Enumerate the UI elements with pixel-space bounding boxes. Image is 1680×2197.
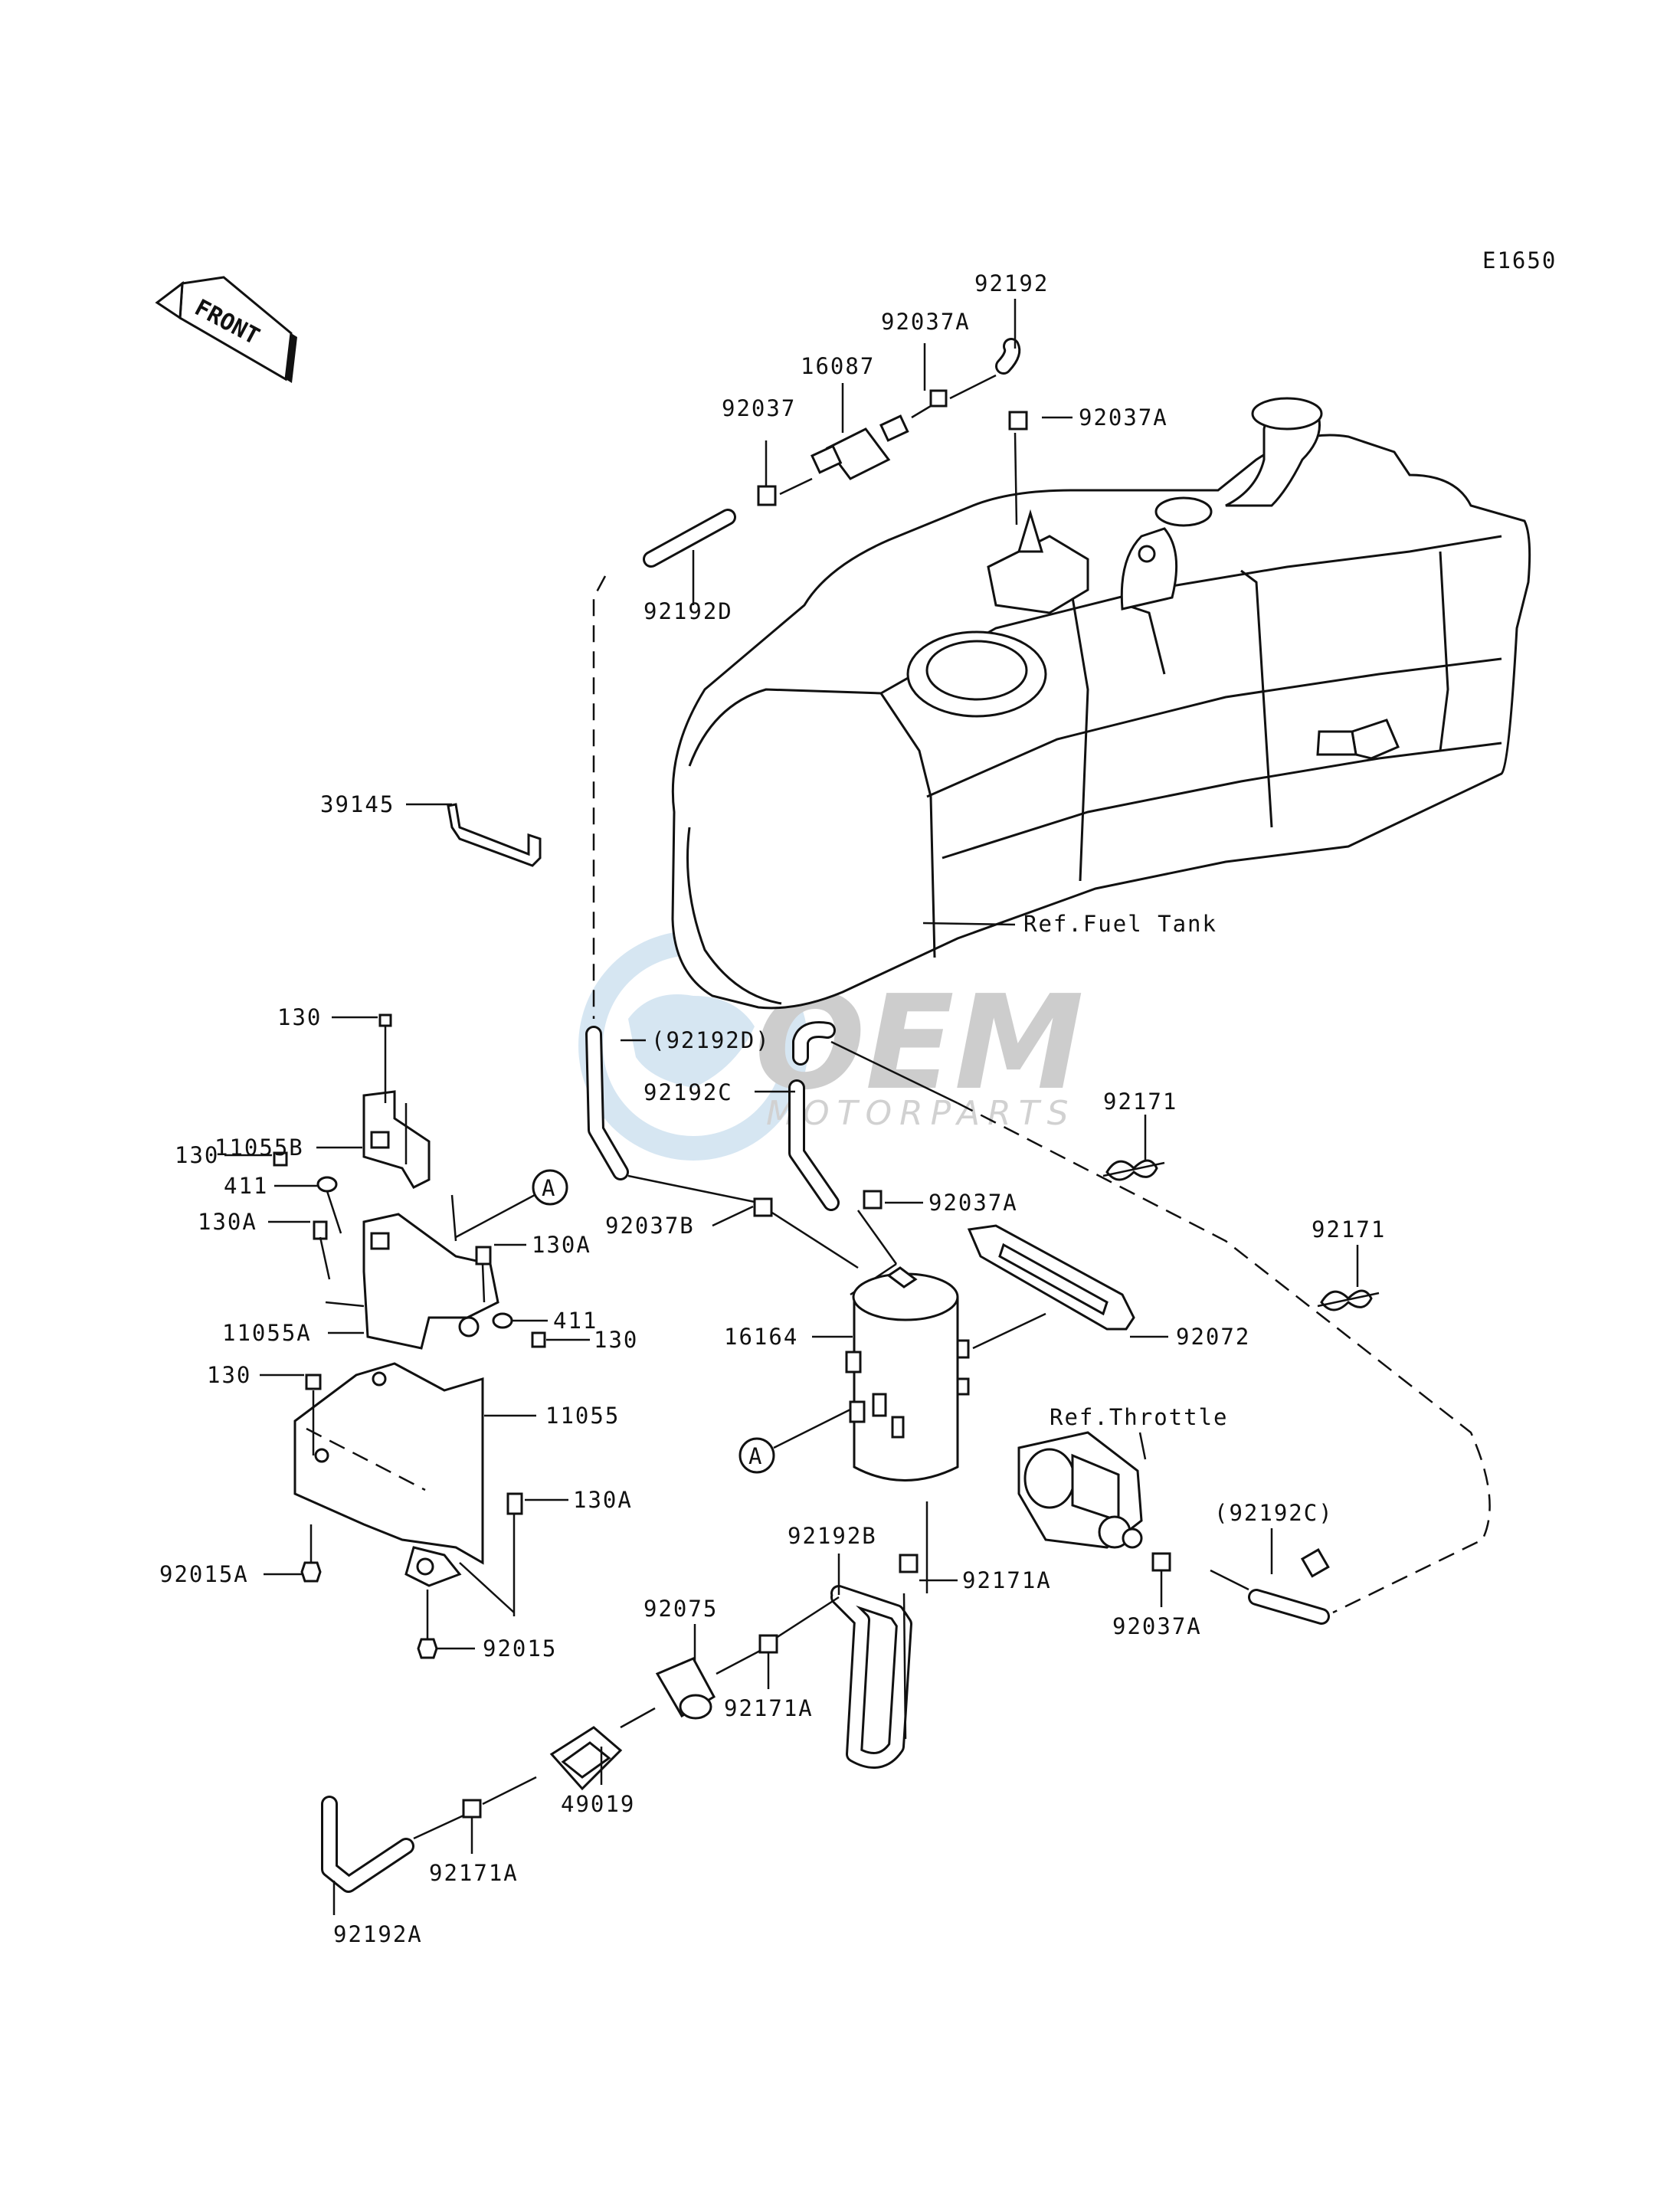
- clip-39145: [447, 803, 542, 867]
- callout-130A-right: 130A: [532, 1232, 591, 1258]
- clamp-92037A-mid: [863, 1190, 883, 1210]
- clamp-92037B: [753, 1197, 773, 1217]
- bracket-11055A: [362, 1213, 499, 1350]
- callout-92192C-ref: (92192C): [1214, 1500, 1334, 1526]
- callout-49019: 49019: [561, 1791, 635, 1817]
- clamp-92171A-low: [462, 1799, 482, 1819]
- clamp-92171A-right: [899, 1554, 919, 1573]
- clamp-92171A-mid: [758, 1634, 778, 1654]
- marker-a-low-label: A: [748, 1443, 763, 1469]
- fuel-tank: [671, 397, 1531, 1010]
- callout-92037: 92037: [722, 395, 796, 421]
- bracket-92072: [967, 1224, 1135, 1331]
- callout-130A-left: 130A: [198, 1209, 257, 1235]
- bracket-11055B: [362, 1090, 431, 1189]
- callout-92037A-mid: 92037A: [928, 1190, 1018, 1216]
- watermark-sub: MOTORPARTS: [766, 1094, 1076, 1133]
- callout-92075: 92075: [644, 1596, 718, 1622]
- callout-92192A: 92192A: [333, 1921, 423, 1947]
- callout-92171A-low: 92171A: [429, 1860, 519, 1886]
- spring-clamp-92171-a: [1102, 1159, 1165, 1181]
- ref-throttle: Ref.Throttle: [1050, 1404, 1229, 1430]
- top-vent-hoses: [643, 338, 1028, 568]
- fuel-filter-49019: [549, 1548, 1330, 1791]
- callout-92192D-ref: (92192D): [651, 1027, 771, 1053]
- callout-11055B: 11055B: [215, 1135, 304, 1161]
- callout-16087: 16087: [801, 353, 875, 379]
- canister-16164: [845, 1266, 970, 1482]
- callout-130-mid: 130: [175, 1142, 219, 1168]
- spring-clamp-92171-b: [1317, 1289, 1380, 1311]
- callout-92192: 92192: [974, 270, 1049, 296]
- marker-a-top-label: A: [542, 1175, 556, 1201]
- callout-92037A-top: 92037A: [881, 309, 971, 335]
- callout-92072: 92072: [1176, 1324, 1250, 1350]
- callout-92171A-right: 92171A: [962, 1567, 1052, 1593]
- callout-130-low: 130: [207, 1362, 251, 1388]
- callout-92192B: 92192B: [788, 1523, 877, 1549]
- front-arrow-icon: FRONT: [155, 276, 297, 383]
- bracket-11055: [293, 1362, 484, 1587]
- callout-130A-low: 130A: [573, 1487, 633, 1513]
- callout-92192D: 92192D: [644, 598, 733, 624]
- callout-411-right: 411: [553, 1308, 598, 1334]
- callout-11055: 11055: [545, 1403, 620, 1429]
- callout-92171A-mid: 92171A: [724, 1695, 814, 1721]
- marker-a-low: [738, 1437, 775, 1474]
- callout-130-right: 130: [594, 1327, 638, 1353]
- callout-92171-b: 92171: [1312, 1216, 1386, 1243]
- damper-92075: [655, 1657, 716, 1720]
- bolts: [273, 1013, 546, 1659]
- diagram-code: E1650: [1482, 247, 1557, 273]
- marker-a-top: [532, 1169, 568, 1206]
- callout-16164: 16164: [724, 1324, 798, 1350]
- callout-92015: 92015: [483, 1635, 557, 1662]
- callout-92037A-right: 92037A: [1079, 404, 1168, 431]
- callout-92015A: 92015A: [159, 1561, 249, 1587]
- callout-130-top: 130: [277, 1004, 322, 1030]
- callout-411-left: 411: [224, 1173, 268, 1199]
- ref-fuel-tank: Ref.Fuel Tank: [1023, 911, 1217, 937]
- throttle-body: [1017, 1431, 1143, 1549]
- callout-92037B: 92037B: [605, 1213, 695, 1239]
- callout-11055A: 11055A: [222, 1320, 312, 1346]
- callout-92192C: 92192C: [644, 1079, 733, 1105]
- callout-92037A-low: 92037A: [1112, 1613, 1202, 1639]
- callout-39145: 39145: [320, 791, 395, 817]
- callout-92171-a: 92171: [1103, 1089, 1177, 1115]
